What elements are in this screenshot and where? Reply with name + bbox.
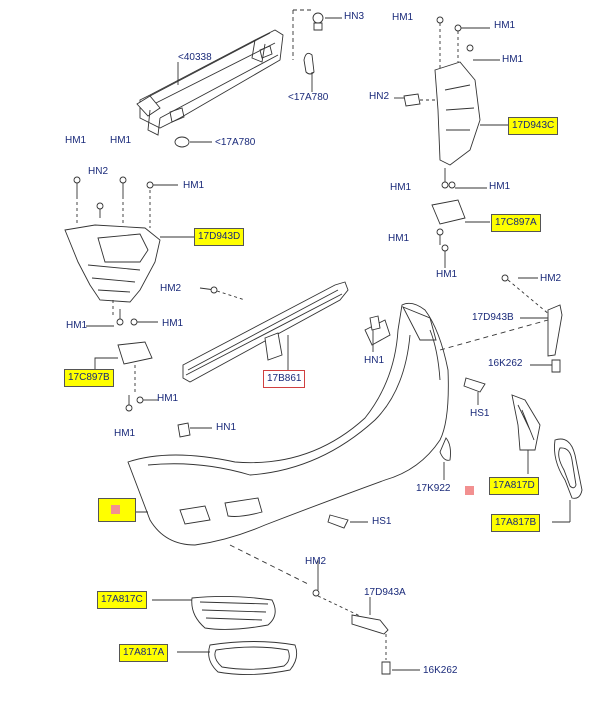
- gasket-17a817a-part: [208, 641, 298, 676]
- label-hm1: HM1: [436, 269, 458, 280]
- callout-bumper-cover: [98, 498, 136, 522]
- label-hm1: HM1: [489, 181, 511, 192]
- hn1-clips: [177, 315, 381, 438]
- callout-17a817a: 17A817A: [119, 644, 169, 662]
- label-hm1: HM1: [390, 182, 412, 193]
- callout-17d943d: 17D943D: [194, 228, 245, 246]
- bracket-17d943c-part: [434, 61, 481, 166]
- bracket-17d943d-part: [64, 224, 161, 303]
- label-17d943a: 17D943A: [364, 587, 406, 598]
- reinforcement-beam-part: [136, 29, 284, 136]
- label-hm2: HM2: [540, 273, 562, 284]
- bracket-17d943b-part: [547, 304, 563, 357]
- hs1-screws: [327, 377, 486, 529]
- label-hm1: HM1: [65, 135, 87, 146]
- plug-17a780-a: [174, 136, 190, 148]
- plug-17a780-b: [303, 52, 315, 75]
- bracket-17a817d-part: [511, 394, 541, 451]
- label-hn2: HN2: [369, 91, 390, 102]
- label-hs1: HS1: [470, 408, 490, 419]
- bracket-17d943a-part: [351, 614, 389, 635]
- label-hm2: HM2: [160, 283, 182, 294]
- label-hm1: HM1: [66, 320, 88, 331]
- label-17k922: 17K922: [416, 483, 451, 494]
- label-hm1: HM1: [183, 180, 205, 191]
- label-40338: <40338: [178, 52, 212, 63]
- label-hs1: HS1: [372, 516, 392, 527]
- marker-square: [465, 486, 474, 495]
- callout-17d943c: 17D943C: [508, 117, 559, 135]
- label-hn1: HN1: [216, 422, 237, 433]
- label-17a780-a: <17A780: [215, 137, 256, 148]
- label-hm1: HM1: [162, 318, 184, 329]
- scuff-plate-17b861-part: [182, 281, 349, 383]
- label-hm1: HM1: [502, 54, 524, 65]
- label-hm1: HM1: [110, 135, 132, 146]
- callout-17a817c: 17A817C: [97, 591, 147, 609]
- bumper-cover-part: [127, 302, 449, 546]
- bracket-17c897a-part: [431, 199, 466, 225]
- gasket-17a817b-part: [554, 438, 583, 499]
- bracket-17c897b-part: [117, 341, 153, 365]
- label-hn1: HN1: [364, 355, 385, 366]
- label-hm1: HM1: [114, 428, 136, 439]
- label-hm1: HM1: [388, 233, 410, 244]
- label-17a780-b: <17A780: [288, 92, 329, 103]
- label-16k262: 16K262: [423, 665, 458, 676]
- label-hm1: HM1: [494, 20, 516, 31]
- hm1-screws-right: [436, 16, 500, 268]
- label-17d943b: 17D943B: [472, 312, 514, 323]
- callout-17a817d: 17A817D: [489, 477, 539, 495]
- label-hm1: HM1: [157, 393, 179, 404]
- label-hm2: HM2: [305, 556, 327, 567]
- marker-square: [111, 505, 120, 514]
- surround-17a817c-part: [191, 595, 276, 630]
- label-hm1: HM1: [392, 12, 414, 23]
- callout-17b861: 17B861: [263, 370, 306, 388]
- hm1-screws-left: [73, 176, 178, 412]
- callout-17a817b: 17A817B: [491, 514, 541, 532]
- label-hn2: HN2: [88, 166, 109, 177]
- callout-17c897a: 17C897A: [491, 214, 541, 232]
- hn3-nut-part: [312, 12, 324, 31]
- label-16k262: 16K262: [488, 358, 523, 369]
- label-hn3: HN3: [344, 11, 365, 22]
- callout-17c897b: 17C897B: [64, 369, 114, 387]
